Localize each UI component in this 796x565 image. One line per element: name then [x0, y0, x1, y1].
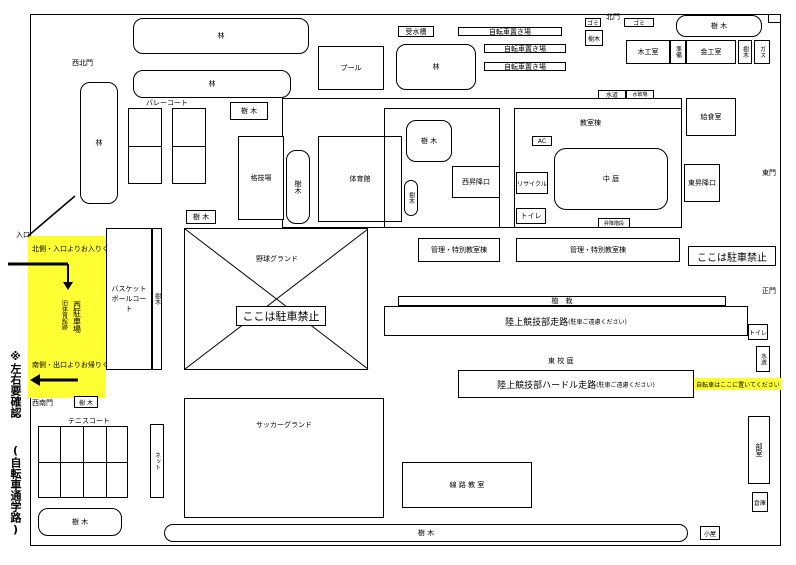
- pool: プール: [318, 46, 384, 90]
- bike-parking-3: 自転車置き場: [484, 62, 566, 71]
- recycle: リサイクル: [516, 172, 548, 194]
- planting-strip: 植 栽: [398, 296, 726, 306]
- volleyball-court-label: バレーコート: [146, 99, 188, 107]
- trees-between-halls: 樹木: [286, 150, 310, 224]
- bike-route-label: (自転車通学路): [9, 444, 22, 536]
- gymnasium: 体育館: [318, 136, 402, 222]
- soccer-ground-label: サッカーグランド: [256, 421, 312, 429]
- mgmt-bldg-2: 管理・特別教室棟: [516, 238, 680, 262]
- no-parking-east: ここは駐車禁止: [688, 246, 776, 266]
- forest-north: 林: [133, 18, 309, 54]
- west-stairs: 西昇降口: [452, 166, 500, 198]
- net: ネット: [150, 424, 164, 498]
- prep-room: 準備: [670, 40, 686, 64]
- mgmt-bldg-1: 管理・特別教室棟: [418, 238, 500, 262]
- bike-note: 自転車はここに置いてください: [694, 378, 782, 390]
- toilet-inner: トイレ: [516, 208, 546, 224]
- baseball-ground-label: 野球グランド: [256, 255, 298, 263]
- storage: 倉庫: [752, 492, 768, 512]
- metalwork-room: 金工室: [686, 40, 736, 64]
- small-building: 小屋: [700, 526, 720, 540]
- trees-north-small: 樹木: [585, 30, 603, 46]
- west-parking-label: 西駐車場: [72, 301, 82, 333]
- bike-parking-2: 自転車置き場: [484, 44, 566, 53]
- toilet-east: トイレ: [748, 324, 768, 340]
- trees-south: 樹 木: [164, 524, 688, 542]
- court-line: [172, 146, 206, 147]
- track-lane: 陸上競技部走路(駐車ご遠慮ください): [384, 306, 748, 336]
- hurdle-lane: 陸上競技部ハードル走路(駐車ご遠慮ください): [458, 370, 694, 398]
- no-parking-baseball: ここは駐車禁止: [236, 306, 326, 326]
- gas-storage: ガス: [754, 40, 770, 64]
- trees-basketball: 樹木: [152, 228, 162, 370]
- main-gate-label: 正門: [762, 287, 776, 295]
- water-tank: 受水槽: [398, 26, 434, 37]
- east-stairs: 東昇降口: [684, 164, 720, 202]
- trees-gym-east: 樹木: [404, 180, 418, 216]
- tennis-court-label: テニスコート: [68, 417, 110, 425]
- trees-baseball: 樹 木: [186, 210, 216, 224]
- west-north-gate-label: 西北門: [72, 59, 93, 67]
- wrestling-hall: 格技場: [238, 136, 284, 220]
- trash-1: ゴミ: [585, 18, 601, 27]
- court-line: [38, 462, 128, 463]
- north-entrance-notice: 北側・入口よりお入りください: [32, 245, 130, 253]
- entrance-label: 入口: [16, 231, 30, 239]
- west-south-gate-label: 西南門: [32, 399, 53, 407]
- basketball-court: バスケットボールコート: [106, 228, 152, 370]
- wire-classroom: 線 路 教 室: [402, 462, 532, 508]
- ac-unit: AC: [532, 136, 552, 146]
- court-line: [128, 146, 162, 147]
- trees-small-east: 樹木: [738, 40, 752, 64]
- water-east: 水道: [756, 346, 770, 372]
- east-courtyard-label: 東 校 庭: [548, 357, 574, 365]
- fence-corner: [768, 14, 781, 23]
- east-gate-label: 東門: [762, 169, 776, 177]
- cafeteria: 給食室: [686, 98, 736, 136]
- forest-pool-side: 林: [396, 44, 476, 90]
- carpentry-room: 木工室: [626, 40, 670, 64]
- trees-inner: 樹 木: [406, 120, 452, 162]
- club-room: 部室: [748, 416, 770, 484]
- south-exit-notice: 南側・出口よりお帰りください: [32, 361, 130, 369]
- trees-southwest-small: 樹 木: [74, 396, 98, 408]
- bike-parking-1: 自転車置き場: [458, 27, 562, 36]
- north-gate-label: 北門: [606, 13, 620, 21]
- trash-2: ゴミ: [624, 18, 654, 27]
- forest-west: 林: [80, 82, 118, 204]
- soccer-ground: [184, 398, 384, 518]
- trees-by-gym: 樹 木: [230, 102, 268, 120]
- classroom-bldg-label: 教室棟: [580, 119, 601, 127]
- left-notice: ※左右要確認: [9, 350, 22, 418]
- baseball-ground: [184, 228, 368, 370]
- forest-middle: 林: [133, 70, 291, 98]
- old-gym-site-label: 旧体育館跡: [60, 300, 68, 330]
- trees-northeast: 樹 木: [676, 15, 762, 37]
- trees-southwest: 樹 木: [38, 508, 122, 536]
- comm-stairs: 昇降階段: [598, 218, 630, 228]
- courtyard: 中 庭: [554, 148, 668, 210]
